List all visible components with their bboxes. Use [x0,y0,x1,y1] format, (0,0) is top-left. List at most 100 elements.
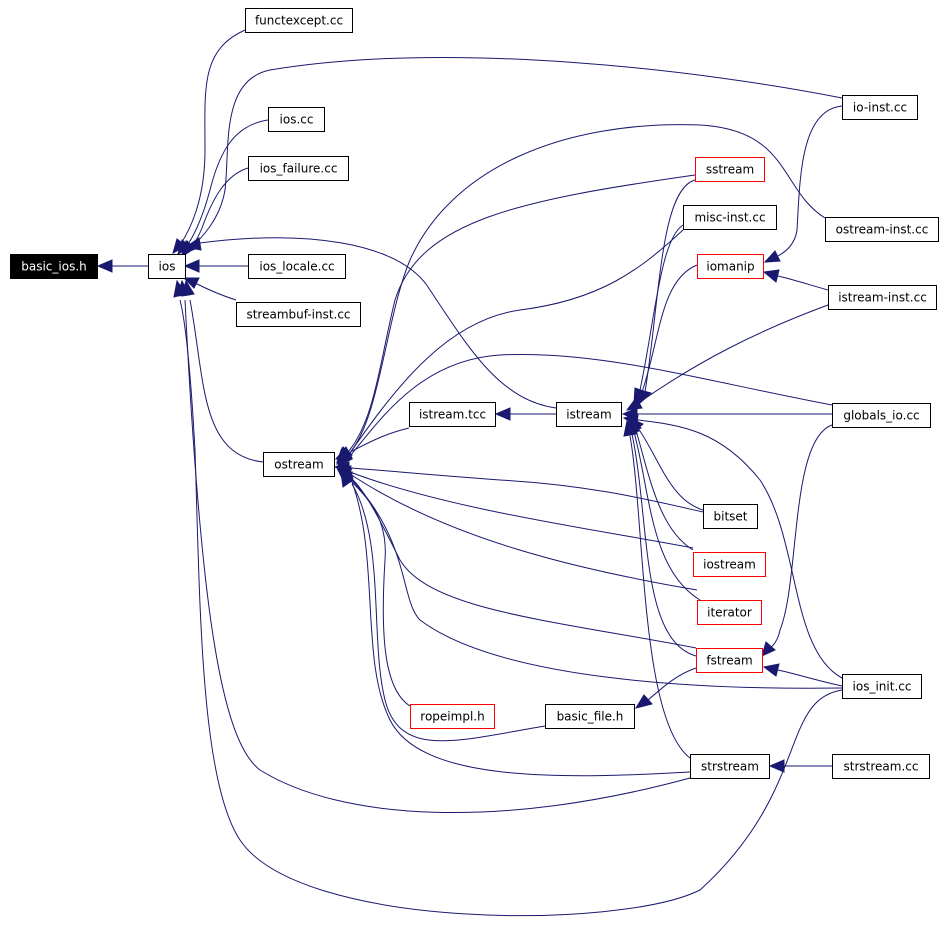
edge-bitset-to-ostream [349,467,704,513]
node-streambuf-inst[interactable]: streambuf-inst.cc [236,302,361,327]
node-label: ropeimpl.h [420,710,484,724]
node-box [236,302,361,327]
edge-iomanip-to-istream [641,264,698,393]
node-label: istream-inst.cc [838,291,927,305]
node-fstream[interactable]: fstream [696,648,763,673]
arrowhead [173,279,187,298]
node-label: ios_init.cc [853,680,912,694]
node-label: globals_io.cc [843,409,919,423]
node-box [697,254,764,279]
edge-ios-init-to-istream [637,419,843,679]
node-iterator[interactable]: iterator [697,600,762,625]
node-label: ios [159,260,176,274]
arrowhead [337,451,353,467]
edge-globals-io-to-fstream [769,424,833,649]
arrowhead [183,259,200,273]
node-box [825,217,939,242]
node-box [842,95,918,120]
edge-ostream-to-ios [189,299,264,463]
node-basic-ios[interactable]: basic_ios.h [10,254,98,279]
node-box [828,285,937,310]
arrowhead [634,694,653,709]
node-box [690,754,770,779]
node-label: iomanip [706,260,754,274]
node-label: ios_locale.cc [259,260,334,274]
node-sstream[interactable]: sstream [695,157,765,182]
edge-ios-cc-to-ios [184,119,269,249]
edge-iostream-to-istream [635,429,694,551]
arrowhead [494,407,511,421]
node-label: basic_ios.h [21,260,87,274]
node-misc-inst[interactable]: misc-inst.cc [683,205,777,230]
node-box [263,452,335,477]
node-label: iterator [707,606,752,620]
edge-istream-inst-to-iomanip [777,275,829,291]
edge-fstream-to-ostream [349,476,697,649]
node-iostream[interactable]: iostream [693,552,766,577]
node-ios-locale[interactable]: ios_locale.cc [248,254,346,279]
node-label: basic_file.h [557,710,624,724]
node-box [410,704,495,729]
node-ios-cc[interactable]: ios.cc [268,107,325,132]
edge-istream-tcc-to-ostream [349,427,410,453]
edge-fstream-to-istream [631,433,697,657]
node-bitset[interactable]: bitset [703,504,758,529]
node-label: ostream-inst.cc [836,223,929,237]
node-label: strstream [701,760,759,774]
edge-functexcept-to-ios [179,29,246,246]
edge-istream-to-ios [199,237,557,409]
edge-misc-inst-to-istream [639,224,684,391]
arrowhead [182,277,200,289]
node-box [832,403,931,428]
arrowhead [761,641,776,657]
arrowhead [340,470,354,488]
node-box [693,552,766,577]
node-box [248,156,349,181]
node-strstream-cc[interactable]: strstream.cc [832,754,930,779]
node-istream-tcc[interactable]: istream.tcc [409,402,496,427]
node-basic-file[interactable]: basic_file.h [545,704,635,729]
node-io-inst[interactable]: io-inst.cc [842,95,918,120]
edge-fstream-to-basic-file [647,667,697,701]
node-strstream[interactable]: strstream [690,754,770,779]
arrowhead [96,259,113,273]
edge-strstream-to-ostream [351,481,691,777]
edge-bitset-to-istream [637,427,704,511]
node-box [703,504,758,529]
edge-ios-init-to-fstream [777,669,843,687]
graph-edges [96,29,843,917]
edge-streambuf-inst-to-ios [194,282,237,301]
node-label: sstream [706,163,754,177]
edge-iostream-to-ostream [349,471,694,549]
arrowhead [637,389,653,407]
edge-ios-init-to-ostream [349,477,843,689]
node-box [409,402,496,427]
node-ropeimpl[interactable]: ropeimpl.h [410,704,495,729]
node-ios-init[interactable]: ios_init.cc [842,674,922,699]
node-label: istream.tcc [419,408,486,422]
edge-iterator-to-istream [633,431,701,601]
node-label: streambuf-inst.cc [246,308,350,322]
node-globals-io[interactable]: globals_io.cc [832,403,931,428]
node-iomanip[interactable]: iomanip [697,254,764,279]
edge-io-inst-to-ios [189,57,843,249]
node-functexcept[interactable]: functexcept.cc [245,8,353,33]
node-label: misc-inst.cc [694,211,765,225]
edge-misc-inst-to-ostream [347,229,684,457]
node-label: ios_failure.cc [260,162,338,176]
node-istream-inst[interactable]: istream-inst.cc [828,285,937,310]
node-istream[interactable]: istream [556,402,622,427]
node-ios-failure[interactable]: ios_failure.cc [248,156,349,181]
node-label: io-inst.cc [853,101,907,115]
node-box [842,674,922,699]
node-box [556,402,622,427]
node-box [545,704,635,729]
node-ostream[interactable]: ostream [263,452,335,477]
node-box [248,254,346,279]
edge-sstream-to-istream [644,179,696,393]
node-ostream-inst[interactable]: ostream-inst.cc [825,217,939,242]
node-ios[interactable]: ios [148,254,186,279]
node-label: istream [566,408,611,422]
node-box [268,107,325,132]
node-box [245,8,353,33]
